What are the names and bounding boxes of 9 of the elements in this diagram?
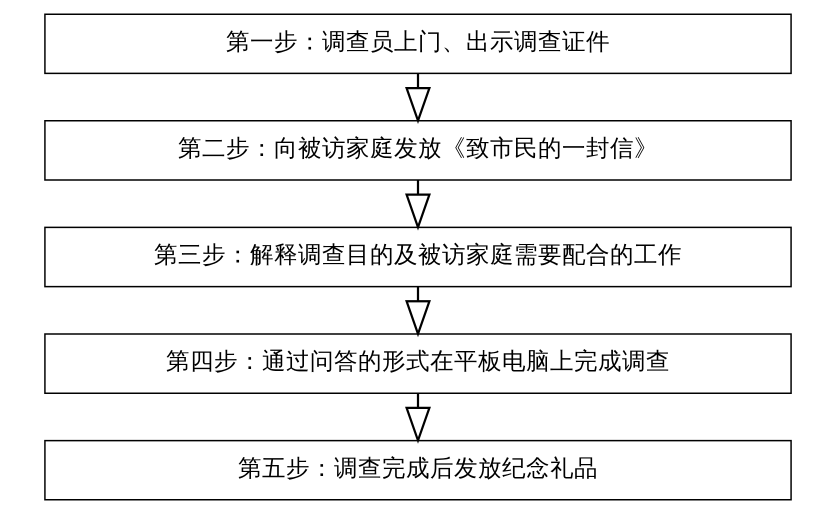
arrow <box>405 286 431 338</box>
node-box: 第二步：向被访家庭发放《致市民的一封信》 <box>44 120 792 181</box>
arrow <box>405 393 431 444</box>
node-box: 第五步：调查完成后发放纪念礼品 <box>44 440 792 501</box>
node-box: 第一步：调查员上门、出示调查证件 <box>44 13 792 74</box>
node-box: 第三步：解释调查目的及被访家庭需要配合的工作 <box>44 226 792 288</box>
node-box: 第四步：通过问答的形式在平板电脑上完成调查 <box>44 333 792 394</box>
arrow <box>405 74 431 124</box>
arrow <box>405 180 431 231</box>
